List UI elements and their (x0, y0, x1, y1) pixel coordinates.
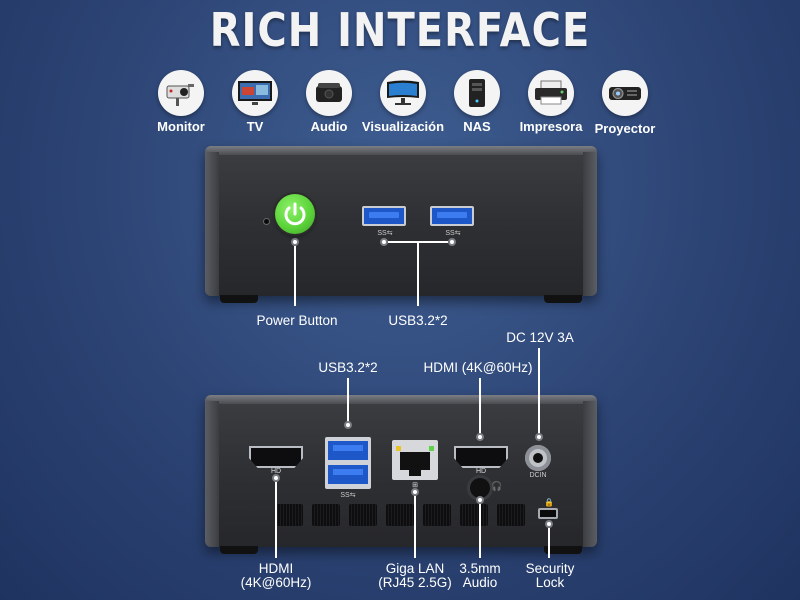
lan-callout-dot (411, 488, 419, 496)
hdmi-left-label-1: HDMI (258, 561, 294, 576)
headphone-icon: 🎧 (491, 481, 503, 491)
dc-port-text: DCIN (529, 472, 547, 479)
power-callout-dot (291, 238, 299, 246)
vent-6 (460, 504, 488, 526)
hdmi-right-callout-dot (476, 433, 484, 441)
hdmi-left-callout-dot (272, 474, 280, 482)
front-usb-callout-dot-left (380, 238, 388, 246)
hdmi-left-label-2: (4K@60Hz) (240, 575, 312, 590)
rear-usb-label: USB3.2*2 (318, 360, 378, 375)
front-usb-port-1 (362, 206, 406, 226)
display-icon (380, 70, 426, 116)
vent-3 (349, 504, 377, 526)
audio-callout-dot (476, 496, 484, 504)
vent-1 (275, 504, 303, 526)
device-label-proyector: Proyector (594, 121, 656, 136)
power-icon (284, 202, 306, 226)
vent-4 (386, 504, 414, 526)
audio-jack (470, 478, 490, 498)
rear-usb-callout-dot (344, 421, 352, 429)
lock-label-2: Lock (535, 575, 565, 590)
rear-usb-logo: SS⇆ (340, 492, 356, 499)
front-usb-logo-2: SS⇆ (445, 230, 461, 237)
front-usb-label: USB3.2*2 (388, 313, 448, 328)
power-button-label: Power Button (256, 313, 338, 328)
lan-icon: ⊞ (412, 482, 418, 489)
vent-7 (497, 504, 525, 526)
rear-usb-port-1 (328, 441, 368, 460)
front-usb-port-2 (430, 206, 474, 226)
lan-label-2: (RJ45 2.5G) (378, 575, 452, 590)
printer-icon (528, 70, 574, 116)
rear-foot-left (220, 546, 258, 554)
device-label-nas: NAS (463, 119, 491, 134)
device-label-tv: TV (246, 119, 264, 134)
hdmi-top-label: HDMI (4K@60Hz) (423, 360, 533, 375)
device-label-impresora: Impresora (519, 119, 583, 134)
speaker-icon (306, 70, 352, 116)
audio-label-2: Audio (462, 575, 498, 590)
vent-2 (312, 504, 340, 526)
dc-input-label: DC 12V 3A (506, 330, 574, 345)
front-foot-right (544, 295, 582, 303)
lan-port (392, 440, 438, 480)
dc-callout-dot (535, 433, 543, 441)
device-label-monitor: Monitor (157, 119, 205, 134)
projector-icon (602, 70, 648, 116)
rear-usb-port-2 (328, 465, 368, 484)
hdmi-right-logo: HD (475, 468, 487, 475)
hdmi-port-left (249, 446, 303, 468)
lock-callout-dot (545, 520, 553, 528)
lock-label-1: Security (525, 561, 575, 576)
front-usb-logo-1: SS⇆ (377, 230, 393, 237)
lan-label-1: Giga LAN (385, 561, 445, 576)
power-button[interactable] (275, 194, 315, 234)
hdmi-left-logo: HD (270, 468, 282, 475)
tv-icon (232, 70, 278, 116)
page-title: RICH INTERFACE (209, 4, 591, 58)
audio-label-1: 3.5mm (459, 561, 501, 576)
rear-usb-stack (325, 437, 371, 489)
dc-power-jack (525, 445, 551, 471)
lock-icon: 🔒 (544, 498, 554, 507)
hdmi-port-right (454, 446, 508, 468)
front-usb-callout-dot-right (448, 238, 456, 246)
security-camera-icon (158, 70, 204, 116)
vent-5 (423, 504, 451, 526)
device-label-audio: Audio (310, 119, 348, 134)
security-lock-slot (538, 508, 558, 519)
rear-foot-right (544, 546, 582, 554)
front-foot-left (220, 295, 258, 303)
nas-icon (454, 70, 500, 116)
front-led-indicator (263, 218, 270, 225)
device-label-visualizacion: Visualización (361, 119, 445, 134)
